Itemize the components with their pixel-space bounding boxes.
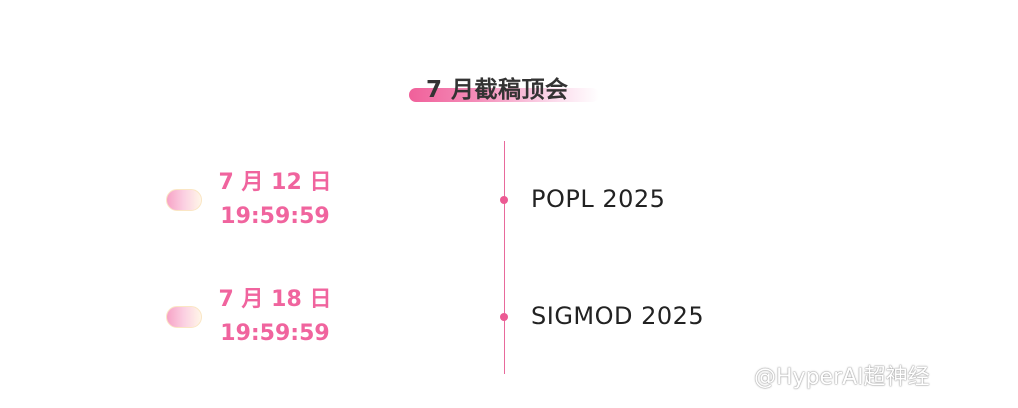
event-date: 7 月 12 日 bbox=[218, 170, 332, 195]
event-marker-pill bbox=[166, 306, 202, 328]
timeline-line bbox=[504, 141, 505, 374]
event-time: 19:59:59 bbox=[220, 204, 330, 229]
event-time: 19:59:59 bbox=[220, 321, 330, 346]
timeline-dot bbox=[500, 196, 508, 204]
timeline-dot bbox=[500, 313, 508, 321]
event-marker-pill bbox=[166, 189, 202, 211]
event-date: 7 月 18 日 bbox=[218, 287, 332, 312]
section-title: 7 月截稿顶会 bbox=[409, 66, 609, 106]
watermark: @HyperAI超神经 bbox=[754, 365, 930, 390]
page-title: 7 月截稿顶会 bbox=[426, 77, 569, 103]
conference-name: POPL 2025 bbox=[531, 185, 666, 213]
title-highlight-bar bbox=[409, 88, 599, 102]
conference-name: SIGMOD 2025 bbox=[531, 302, 705, 330]
